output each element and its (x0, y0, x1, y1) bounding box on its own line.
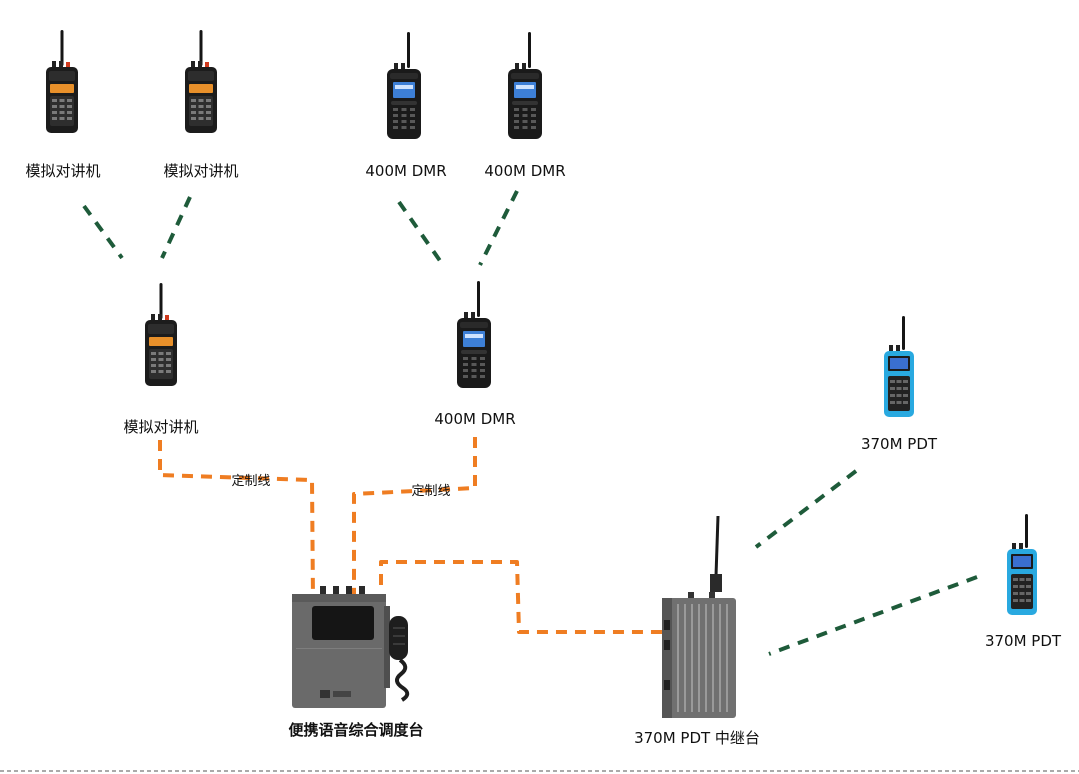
pdt-radio-label: 370M PDT (985, 632, 1062, 650)
dmr-radio-label: 400M DMR (484, 162, 565, 180)
analog-radio-icon (185, 30, 217, 133)
dmr-radio-icon (508, 32, 542, 139)
wireless-link-pdt-2 (768, 575, 978, 656)
custom-cable-label: 定制线 (411, 484, 450, 499)
cable-console-repeater (379, 560, 667, 634)
analog-radio-icon (46, 30, 78, 133)
dispatch-console-label: 便携语音综合调度台 (288, 721, 423, 739)
analog-radio-main-label: 模拟对讲机 (123, 418, 198, 436)
wireless-link-dmr-2 (478, 190, 519, 266)
wireless-link-analog-1 (82, 204, 124, 260)
dmr-radio-icon (457, 281, 491, 388)
dispatch-console-icon (292, 586, 410, 708)
dmr-radio-icon (387, 32, 421, 139)
wireless-link-analog-2 (160, 196, 192, 259)
repeater-icon (662, 515, 736, 718)
wireless-link-pdt-1 (754, 469, 858, 549)
pdt-radio-label: 370M PDT (861, 435, 938, 453)
repeater-label: 370M PDT 中继台 (634, 729, 760, 747)
dmr-radio-label: 400M DMR (365, 162, 446, 180)
analog-radio-label: 模拟对讲机 (163, 162, 238, 180)
analog-radio-icon (145, 283, 177, 386)
pdt-radio-icon (1007, 514, 1037, 615)
custom-cable-label: 定制线 (231, 474, 270, 489)
pdt-radio-icon (884, 316, 914, 417)
dmr-radio-main-label: 400M DMR (434, 410, 515, 428)
custom-cable-dmr (352, 437, 477, 600)
wireless-link-dmr-1 (397, 200, 445, 267)
analog-radio-label: 模拟对讲机 (25, 162, 100, 180)
custom-cable-analog (158, 440, 315, 601)
